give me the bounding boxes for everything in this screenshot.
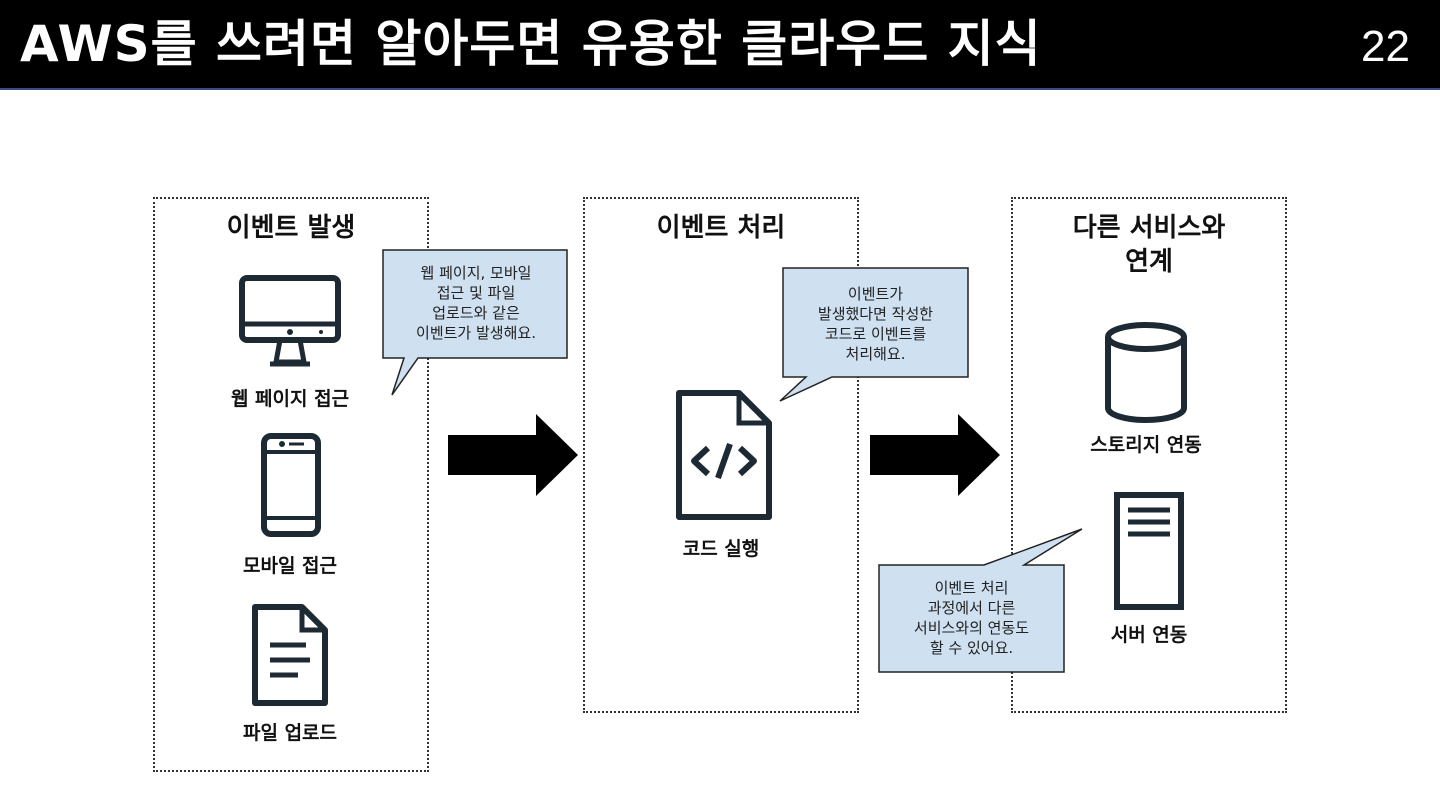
stage-event-processing: 이벤트 처리: [583, 197, 859, 713]
callout-service-integration-text: 이벤트 처리 과정에서 다른 서비스와의 연동도 할 수 있어요.: [913, 579, 1030, 657]
database-icon: [1105, 322, 1187, 423]
label-web-page-access: 웹 페이지 접근: [230, 388, 350, 410]
server-icon: [1114, 492, 1184, 610]
callout-event-occurrence: [382, 249, 568, 396]
monitor-icon: [239, 275, 341, 367]
title-bar: AWS를 쓰려면 알아두면 유용한 클라우드 지식 22: [0, 0, 1440, 90]
label-server-integration: 서버 연동: [1110, 624, 1188, 646]
label-mobile-access: 모바일 접근: [242, 555, 338, 577]
smartphone-icon: [261, 433, 321, 537]
callout-event-processing: [779, 267, 969, 402]
label-code-execution: 코드 실행: [682, 538, 760, 560]
callout-event-occurrence-text: 웹 페이지, 모바일 접근 및 파일 업로드와 같은 이벤트가 발생해요.: [416, 264, 536, 342]
document-icon: [252, 604, 328, 706]
page-title: AWS를 쓰려면 알아두면 유용한 클라우드 지식: [20, 15, 1042, 73]
callout-event-processing-text: 이벤트가 발생했다면 작성한 코드로 이벤트를 처리해요.: [817, 285, 934, 363]
callout-service-integration: [878, 528, 1083, 673]
arrow-right-icon: [870, 414, 1000, 496]
stage-service-integration: 다른 서비스와 연계: [1011, 197, 1287, 713]
label-storage-integration: 스토리지 연동: [1090, 434, 1202, 456]
stage-title: 다른 서비스와 연계: [1072, 213, 1226, 277]
code-file-icon: [676, 390, 772, 520]
label-file-upload: 파일 업로드: [242, 722, 338, 744]
arrow-right-icon: [448, 414, 578, 496]
stage-title: 이벤트 발생: [226, 213, 356, 243]
stage-title: 이벤트 처리: [656, 213, 786, 243]
page-number: 22: [1361, 22, 1410, 71]
stage-event-occurrence: 이벤트 발생: [153, 197, 429, 772]
